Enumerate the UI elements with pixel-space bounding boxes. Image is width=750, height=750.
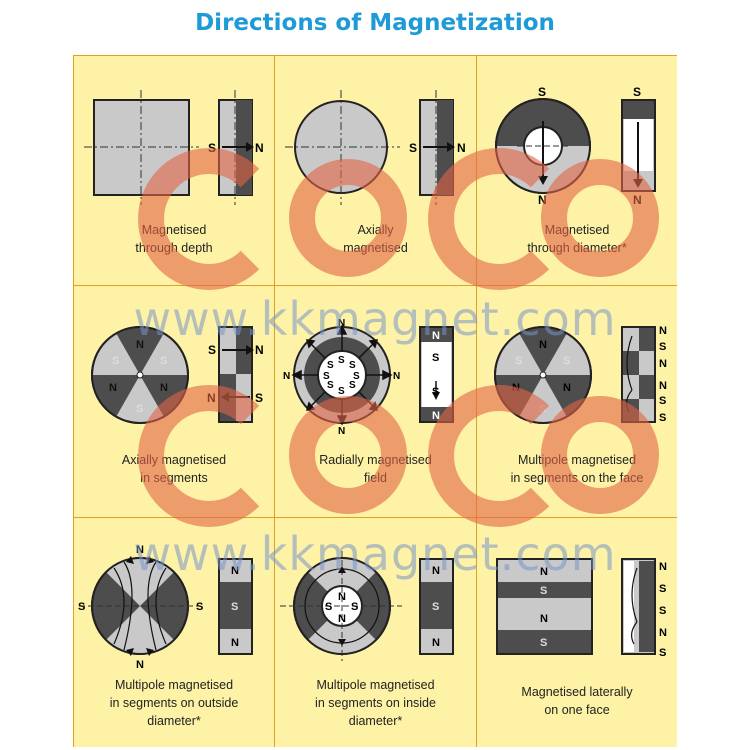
- south-label: S: [231, 601, 238, 613]
- south-label: S: [540, 637, 547, 649]
- south-label: S: [659, 341, 666, 353]
- south-label: S: [432, 352, 439, 364]
- field-lines: [304, 568, 380, 644]
- north-label: N: [283, 371, 290, 382]
- north-label: N: [231, 637, 239, 649]
- south-label: S: [255, 391, 263, 405]
- north-label: N: [136, 544, 144, 556]
- south-label: S: [540, 585, 547, 597]
- south-label: S: [160, 355, 167, 367]
- south-label: S: [563, 355, 570, 367]
- north-label: N: [659, 561, 667, 573]
- north-label: N: [539, 339, 547, 351]
- south-label: S: [659, 412, 666, 424]
- south-label: S: [338, 355, 345, 366]
- north-label: N: [540, 566, 548, 578]
- cell-radially: S S S S S S S S N N N N N S S N Radially…: [275, 286, 476, 517]
- north-label: N: [540, 613, 548, 625]
- north-label: N: [338, 613, 346, 625]
- north-label: N: [255, 141, 264, 155]
- north-label: N: [633, 193, 642, 207]
- south-label: S: [633, 85, 641, 99]
- south-label: S: [659, 583, 666, 595]
- south-label: S: [196, 601, 203, 613]
- north-label: N: [432, 330, 440, 342]
- south-label: S: [112, 355, 119, 367]
- south-label: S: [136, 403, 143, 415]
- south-label: S: [338, 386, 345, 397]
- south-label: S: [409, 141, 417, 155]
- south-label: S: [349, 360, 356, 371]
- north-label: N: [563, 382, 571, 394]
- north-label: N: [338, 426, 345, 437]
- south-label: S: [351, 601, 358, 613]
- south-label: S: [327, 380, 334, 391]
- north-label: N: [255, 343, 264, 357]
- north-label: N: [432, 410, 440, 422]
- south-label: S: [353, 371, 360, 382]
- multipole-outside-diagram: N N S S N S N: [78, 544, 253, 671]
- page-title: Directions of Magnetization: [195, 10, 555, 36]
- south-label: S: [325, 601, 332, 613]
- south-label: S: [515, 355, 522, 367]
- north-label: N: [432, 565, 440, 577]
- south-label: S: [78, 601, 85, 613]
- multipole-inside-diagram: N N S S N S N: [280, 551, 454, 661]
- south-label: S: [327, 360, 334, 371]
- south-label: S: [208, 343, 216, 357]
- north-label: N: [659, 325, 667, 337]
- south-label: S: [659, 395, 666, 407]
- north-label: N: [432, 637, 440, 649]
- north-label: N: [207, 391, 216, 405]
- laterally-diagram: N S N S N S S N S: [496, 558, 667, 659]
- south-label: S: [659, 647, 666, 659]
- south-label: S: [323, 371, 330, 382]
- south-label: S: [432, 601, 439, 613]
- north-label: N: [538, 193, 547, 207]
- south-label: S: [349, 380, 356, 391]
- north-label: N: [136, 339, 144, 351]
- field-lines: [113, 561, 167, 651]
- north-label: N: [160, 382, 168, 394]
- north-label: N: [109, 382, 117, 394]
- south-label: S: [659, 605, 666, 617]
- south-label: S: [208, 141, 216, 155]
- north-label: N: [659, 358, 667, 370]
- through-depth-diagram: S N: [84, 90, 264, 205]
- north-label: N: [659, 380, 667, 392]
- north-label: N: [512, 382, 520, 394]
- north-label: N: [338, 318, 345, 329]
- north-label: N: [457, 141, 466, 155]
- north-label: N: [136, 659, 144, 671]
- cell-multipole-face: N N N S S S N S N N S S Multipole magnet…: [477, 286, 677, 517]
- south-label: S: [539, 403, 546, 415]
- north-label: N: [393, 371, 400, 382]
- south-label: S: [538, 85, 546, 99]
- south-label: S: [432, 386, 439, 398]
- north-label: N: [338, 591, 346, 603]
- north-label: N: [659, 627, 667, 639]
- north-label: N: [231, 565, 239, 577]
